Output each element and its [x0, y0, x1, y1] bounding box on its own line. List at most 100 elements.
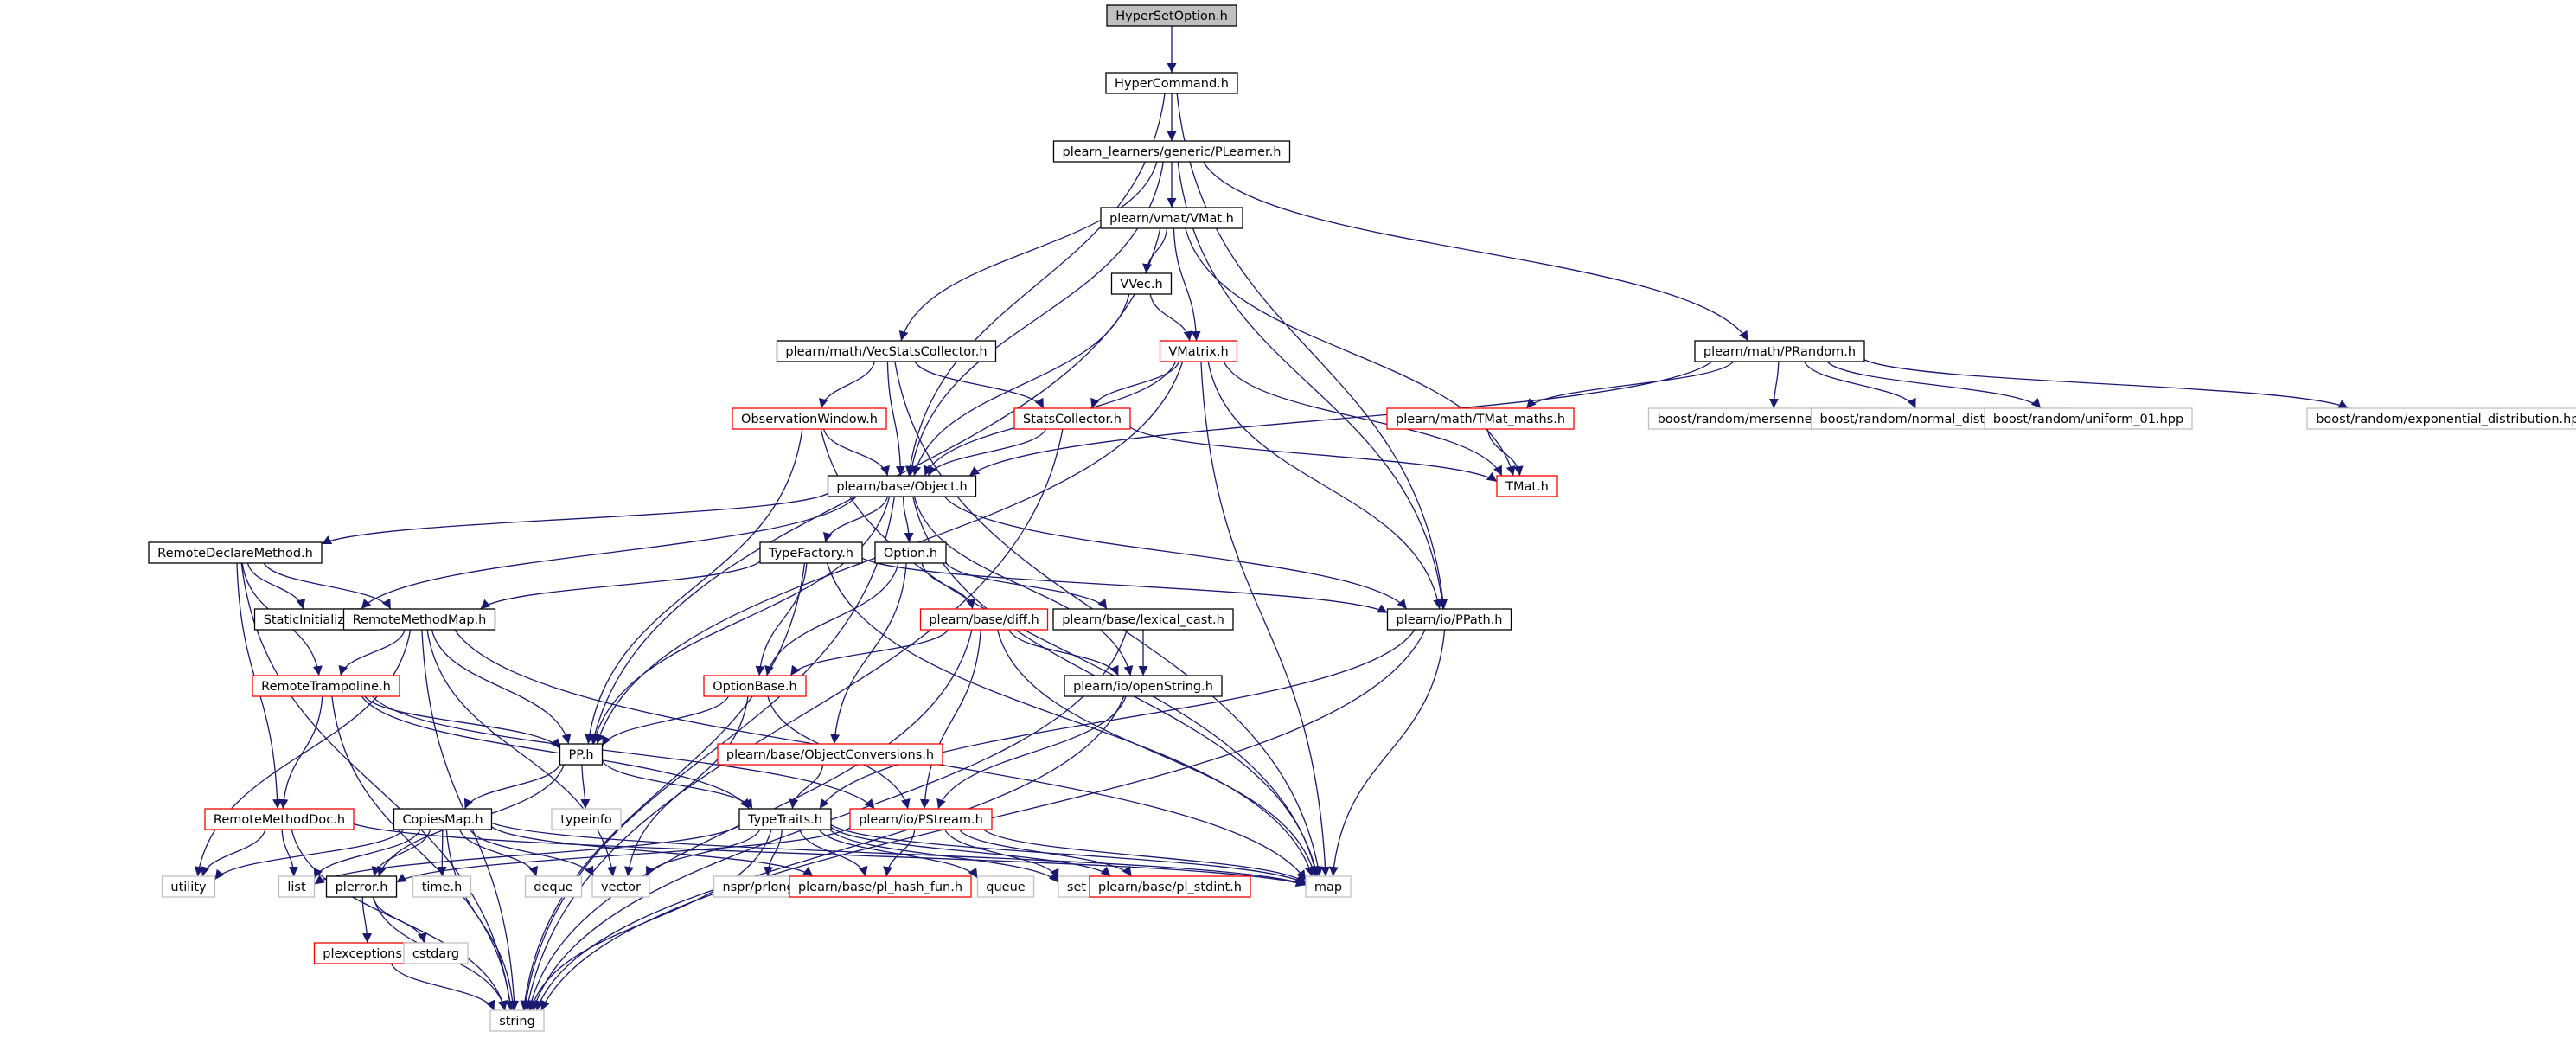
node-label: plearn/math/TMat_maths.h: [1396, 413, 1565, 426]
node-remotetrampoline-h[interactable]: RemoteTrampoline.h: [252, 675, 400, 697]
edge-copiesmap-to-plerror: [371, 829, 431, 877]
node-deque: deque: [524, 875, 583, 898]
node-box: [161, 875, 216, 898]
node-plearn-math-vecstatscollector-h[interactable]: plearn/math/VecStatsCollector.h: [776, 340, 997, 362]
node-label: string: [499, 1015, 535, 1028]
node-tmat-h[interactable]: TMat.h: [1496, 475, 1558, 497]
node-label: HyperCommand.h: [1115, 77, 1229, 91]
node-typetraits-h[interactable]: TypeTraits.h: [738, 808, 832, 830]
node-label: PP.h: [568, 748, 593, 762]
edge-diff-to-optionbase: [789, 629, 949, 676]
node-plearn-base-lexical-cast-h[interactable]: plearn/base/lexical_cast.h: [1052, 608, 1234, 631]
edge-remotetramp-to-pstream: [372, 695, 875, 810]
node-plearn-io-pstream-h[interactable]: plearn/io/PStream.h: [849, 808, 993, 830]
edge-plearner-to-vecstats: [898, 161, 1158, 342]
node-optionbase-h[interactable]: OptionBase.h: [703, 675, 807, 697]
node-box: [2306, 407, 2576, 430]
node-box: [1159, 340, 1238, 362]
node-plearn-base-diff-h[interactable]: plearn/base/diff.h: [919, 608, 1049, 631]
edge-pp-to-copiesmap: [463, 764, 561, 810]
edge-diff-to-pstream: [920, 629, 981, 810]
node-option-h[interactable]: Option.h: [874, 541, 947, 564]
edge-option-to-optionbase: [764, 562, 899, 676]
node-box: [1105, 72, 1238, 94]
edge-remotemethoddoc-to-list: [281, 829, 298, 877]
node-remotemethodmap-h[interactable]: RemoteMethodMap.h: [342, 608, 496, 631]
node-plearn-base-pl-stdint-h[interactable]: plearn/base/pl_stdint.h: [1089, 875, 1251, 898]
node-boost-random-exponential-distribution-hpp: boost/random/exponential_distribution.hp…: [2306, 407, 2576, 430]
node-box: [1305, 875, 1352, 898]
node-label: plearn/math/PRandom.h: [1703, 345, 1856, 359]
node-box: [1106, 4, 1237, 27]
edge-remotedecl-to-staticinit: [246, 562, 306, 610]
edge-remotemethoddoc-to-utility: [200, 829, 266, 877]
edges-layer: [194, 25, 2349, 1011]
node-pp-h[interactable]: PP.h: [559, 743, 604, 766]
node-remotemethoddoc-h[interactable]: RemoteMethodDoc.h: [204, 808, 355, 830]
node-vmatrix-h[interactable]: VMatrix.h: [1159, 340, 1238, 362]
edge-typefactory-to-map: [826, 562, 1314, 877]
node-label: StatsCollector.h: [1023, 413, 1122, 426]
edge-vmatrix-to-tmat: [1223, 361, 1503, 477]
node-plearn-base-pl-hash-fun-h[interactable]: plearn/base/pl_hash_fun.h: [789, 875, 972, 898]
node-vvec-h[interactable]: VVec.h: [1110, 272, 1173, 295]
node-hypersetoption-h[interactable]: HyperSetOption.h: [1106, 4, 1237, 27]
edge-obswin-to-pp: [585, 428, 803, 745]
node-statscollector-h[interactable]: StatsCollector.h: [1013, 407, 1131, 430]
node-box: [252, 675, 400, 697]
edge-tmatmaths-to-tmat: [1486, 428, 1524, 477]
node-box: [325, 875, 398, 898]
edge-openstring-to-string: [535, 695, 1125, 1011]
node-label: map: [1314, 881, 1342, 894]
node-label: CopiesMap.h: [402, 813, 483, 827]
edge-typetraits-to-hashfun: [799, 829, 868, 877]
node-plearn-io-ppath-h[interactable]: plearn/io/PPath.h: [1386, 608, 1512, 631]
edge-typefactory-to-ppath: [861, 557, 1388, 614]
edge-pstream-to-set: [944, 829, 1059, 880]
node-box: [1052, 608, 1234, 631]
node-plearn-base-object-h[interactable]: plearn/base/Object.h: [827, 475, 977, 497]
edge-option-to-diff: [921, 562, 975, 610]
node-label: TMat.h: [1505, 480, 1549, 494]
node-label: boost/random/exponential_distribution.hp…: [2316, 413, 2576, 426]
edge-remotemethodmap-to-vector: [426, 629, 617, 877]
node-hypercommand-h[interactable]: HyperCommand.h: [1105, 72, 1238, 94]
edge-typetraits-to-stdint: [830, 826, 1111, 877]
node-box: [1100, 207, 1243, 229]
node-remotedeclaremethod-h[interactable]: RemoteDeclareMethod.h: [148, 541, 323, 564]
node-boost-random-uniform-01-hpp: boost/random/uniform_01.hpp: [1984, 407, 2193, 430]
node-box: [827, 475, 977, 497]
node-label: plearn/base/pl_hash_fun.h: [798, 881, 962, 894]
node-label: StaticInitializer.h: [264, 613, 368, 627]
edge-vmatrix-to-ppath: [1207, 361, 1443, 610]
node-plearn-learners-generic-plearner-h[interactable]: plearn_learners/generic/PLearner.h: [1052, 140, 1291, 163]
node-box: [703, 675, 807, 697]
node-label: RemoteMethodDoc.h: [214, 813, 345, 827]
edge-copiesmap-to-string: [445, 829, 518, 1011]
node-vector: vector: [591, 875, 650, 898]
node-plearn-base-objectconversions-h[interactable]: plearn/base/ObjectConversions.h: [717, 743, 943, 766]
node-box: [1052, 140, 1291, 163]
node-typefactory-h[interactable]: TypeFactory.h: [759, 541, 863, 564]
node-label: set: [1067, 881, 1086, 894]
edge-typetraits-to-queue: [818, 829, 979, 879]
node-plearn-math-prandom-h[interactable]: plearn/math/PRandom.h: [1694, 340, 1865, 362]
node-plerror-h[interactable]: plerror.h: [325, 875, 398, 898]
node-box: [1984, 407, 2193, 430]
edge-pp-to-typetraits: [601, 760, 753, 810]
node-box: [204, 808, 355, 830]
edge-plerror-to-cstdarg: [372, 896, 427, 944]
node-box: [393, 808, 493, 830]
edge-pstream-to-stdint: [958, 829, 1133, 877]
node-plearn-vmat-vmat-h[interactable]: plearn/vmat/VMat.h: [1100, 207, 1243, 229]
node-copiesmap-h[interactable]: CopiesMap.h: [393, 808, 493, 830]
edge-copiesmap-to-timeh: [437, 829, 447, 877]
edge-pp-to-typeinfo: [580, 764, 591, 810]
node-observationwindow-h[interactable]: ObservationWindow.h: [732, 407, 887, 430]
edge-plerror-to-plexceptions: [361, 896, 373, 944]
node-plearn-math-tmat-maths-h[interactable]: plearn/math/TMat_maths.h: [1386, 407, 1575, 430]
edge-option-to-lexcast: [945, 562, 1108, 610]
node-box: [717, 743, 943, 766]
node-plearn-io-openstring-h[interactable]: plearn/io/openString.h: [1064, 675, 1223, 697]
node-box: [551, 808, 622, 830]
